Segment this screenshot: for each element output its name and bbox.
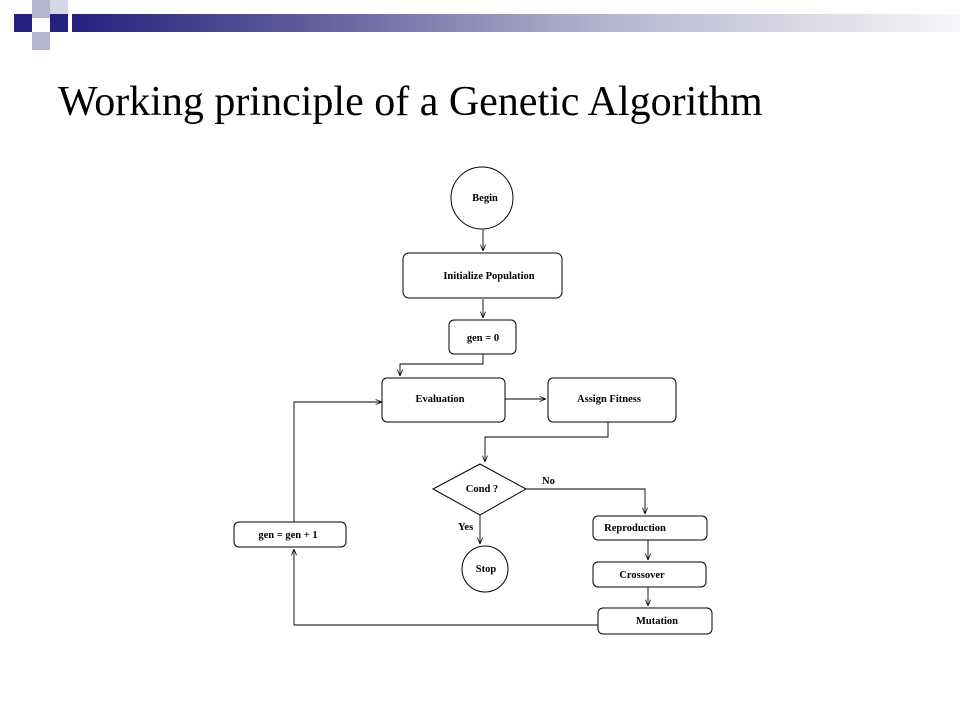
node-initialize-population: Initialize Population (402, 252, 563, 299)
decorative-square (32, 32, 50, 50)
edge-label-yes: Yes (458, 522, 473, 533)
node-increment-label: gen = gen + 1 (258, 530, 317, 541)
node-cond-label: Cond ? (466, 484, 498, 495)
edge-gen0-evaluation (400, 354, 484, 376)
node-reproduction: Reproduction (592, 515, 708, 541)
node-begin-label: Begin (472, 193, 498, 204)
node-gen0-label: gen = 0 (467, 333, 499, 344)
edge-increment-evaluation (293, 402, 382, 522)
node-gen-increment: gen = gen + 1 (233, 521, 347, 548)
slide-title: Working principle of a Genetic Algorithm (58, 79, 763, 125)
node-crossover: Crossover (592, 561, 707, 588)
node-stop: Stop (461, 545, 509, 593)
node-condition: Cond ? (431, 463, 528, 516)
node-assign-fitness: Assign Fitness (547, 377, 677, 423)
node-assign-label: Assign Fitness (577, 394, 641, 405)
node-begin: Begin (450, 166, 514, 230)
node-gen-zero: gen = 0 (448, 319, 517, 355)
decorative-square (14, 14, 32, 32)
header-gradient-bar (72, 14, 960, 32)
edge-label-no: No (542, 476, 555, 487)
edge-assign-cond (485, 422, 609, 462)
node-init-label: Initialize Population (443, 271, 534, 282)
node-crossover-label: Crossover (619, 570, 665, 581)
node-evaluation: Evaluation (381, 377, 506, 423)
decorative-square (50, 0, 68, 18)
node-reproduction-label: Reproduction (604, 523, 666, 534)
node-evaluation-label: Evaluation (415, 394, 464, 405)
node-mutation-label: Mutation (636, 616, 678, 627)
edge-mutation-increment (294, 549, 598, 626)
decorative-square (32, 0, 50, 18)
edge-cond-no (526, 488, 645, 514)
node-mutation: Mutation (597, 607, 713, 635)
decorative-square (50, 14, 68, 32)
node-stop-label: Stop (476, 564, 497, 575)
